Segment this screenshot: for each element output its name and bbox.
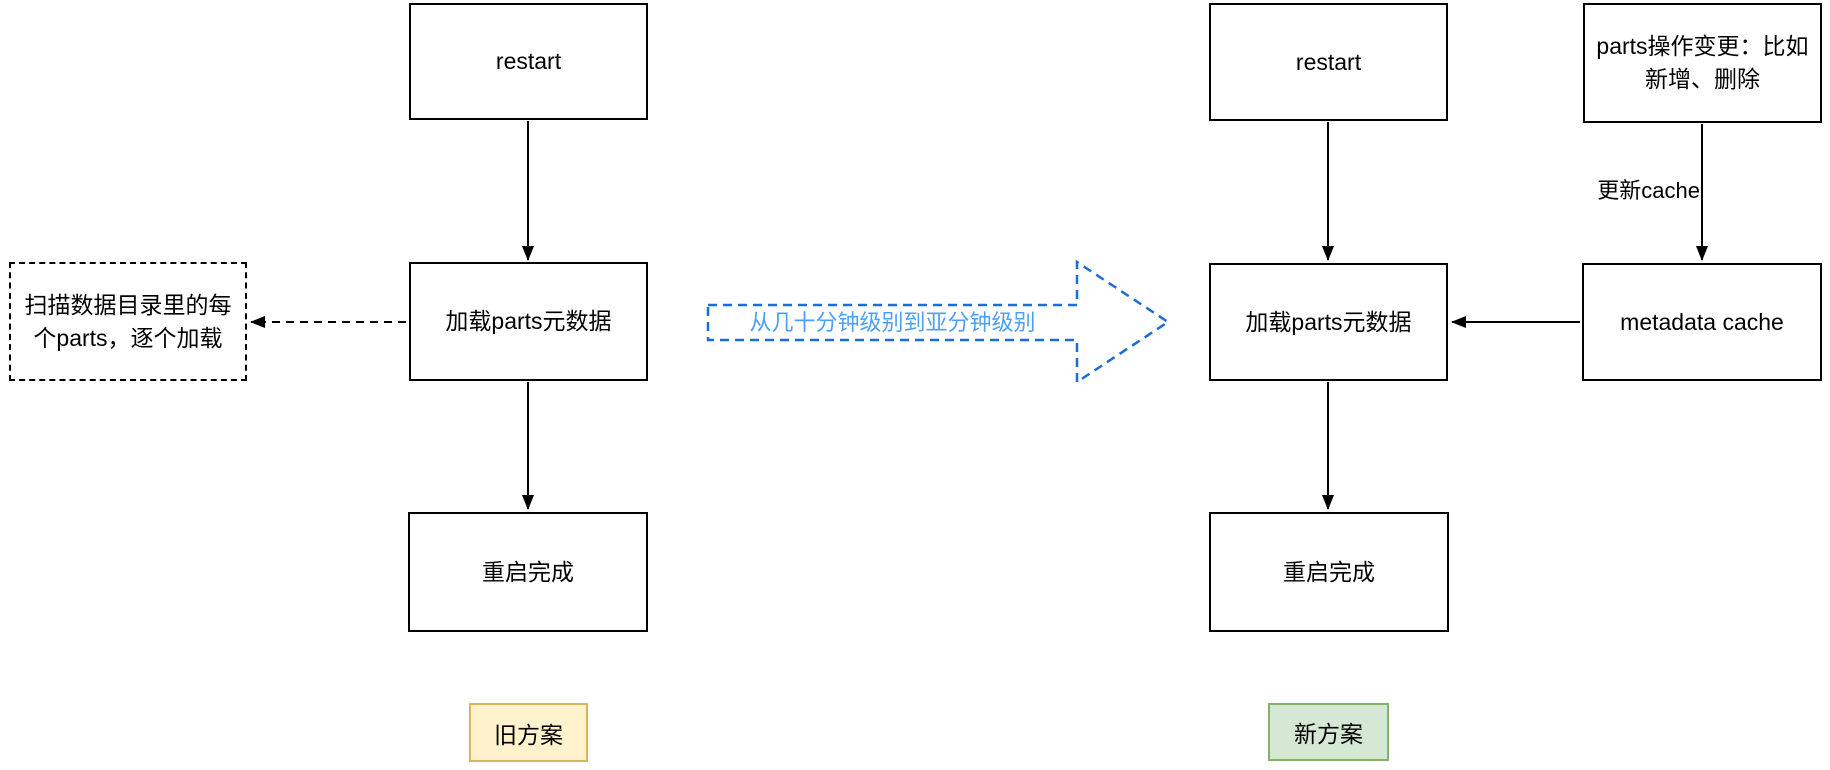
old-scan-note: 扫描数据目录里的每 个parts，逐个加载 [9,262,247,381]
old-scheme-badge: 旧方案 [469,703,588,762]
new-restart-done-node: 重启完成 [1209,512,1449,632]
old-load-parts-node: 加载parts元数据 [409,262,648,381]
metadata-cache-node: metadata cache [1582,263,1822,381]
parts-change-node: parts操作变更：比如 新增、删除 [1583,3,1822,123]
update-cache-edge-label: 更新cache [1583,178,1700,204]
new-restart-node: restart [1209,3,1448,121]
old-restart-node: restart [409,3,648,120]
old-restart-done-node: 重启完成 [408,512,648,632]
transition-arrow-shape [706,259,1171,385]
new-load-parts-node: 加载parts元数据 [1209,263,1448,381]
new-scheme-badge: 新方案 [1268,703,1389,761]
transition-label: 从几十分钟级别到亚分钟级别 [749,310,1036,335]
